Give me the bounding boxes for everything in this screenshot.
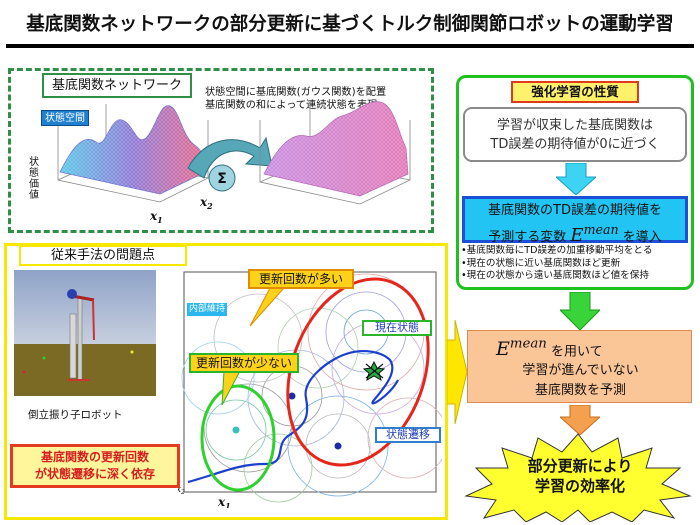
plot-x1-label: x1 <box>217 495 231 508</box>
emean-line1: 基底関数のTD誤差の期待値を <box>488 203 662 218</box>
few-update-region <box>200 384 276 492</box>
sum-arrow: Σ <box>187 136 273 192</box>
network-description: 状態空間に基底関数(ガウス関数)を配置 基底関数の和によって連続状態を表現 <box>205 86 386 112</box>
emean-symbol: Emean <box>570 222 619 246</box>
rl-property-line2: TD誤差の期待値が0に近づく <box>490 137 660 152</box>
rl-property-line1: 学習が収束した基底関数は <box>496 118 653 133</box>
basis-center-cyan <box>232 426 240 434</box>
dependency-line2: が状態遷移に深く依存 <box>34 467 155 481</box>
state-transition-callout: 状態遷移 <box>375 427 441 443</box>
network-title: 基底関数ネットワーク <box>42 73 192 98</box>
rl-property-box: 学習が収束した基底関数は TD誤差の期待値が0に近づく <box>463 107 687 162</box>
title-rule <box>6 44 694 48</box>
emean-bullets: •基底関数毎にTD誤差の加重移動平均をとる •現在の状態に近い基底関数ほど更新 … <box>461 245 653 283</box>
down-arrow-orange <box>560 405 600 435</box>
robot-scene <box>14 270 156 396</box>
result-text: 部分更新により 学習の効率化 <box>480 456 680 496</box>
current-state-callout: 現在状態 <box>362 320 432 336</box>
few-updates-callout: 更新回数が少ない <box>189 353 299 373</box>
result-burst <box>464 433 692 522</box>
down-arrow-green <box>560 292 600 330</box>
many-updates-callout: 更新回数が多い <box>248 269 354 289</box>
basis-center-blue-2 <box>334 442 342 450</box>
problem-title: 従来手法の問題点 <box>19 245 187 266</box>
sum-symbol: Σ <box>217 171 227 187</box>
state-space-tag: 状態空間 <box>41 110 89 126</box>
network-desc-line2: 基底関数の和によって連続状態を表現 <box>205 100 378 111</box>
proposal-line1: Emean を用いて <box>496 337 603 361</box>
bullet-3: •現在の状態から遠い基底関数ほど値を保持 <box>461 270 649 281</box>
bullet-2: •現在の状態に近い基底関数ほど更新 <box>461 257 621 269</box>
emean-box: 基底関数のTD誤差の期待値を 予測する変数 Emean を導入 <box>462 196 688 245</box>
current-state-marker <box>362 360 386 382</box>
yellow-right-arrow <box>447 320 467 424</box>
result-line1: 部分更新により <box>527 457 633 475</box>
pendulum-robot <box>67 289 95 381</box>
proposal-line3: 基底関数を予測 <box>534 383 626 398</box>
down-arrow-cyan <box>556 163 596 195</box>
state-trajectory <box>187 350 399 484</box>
proposal-line2: 学習が進んでいない <box>522 363 639 378</box>
bullet-1: •基底関数毎にTD誤差の加重移動平均をとる <box>461 245 653 256</box>
rl-title: 強化学習の性質 <box>511 81 639 103</box>
proposal-emean-symbol: Emean <box>496 337 547 361</box>
axis-x1-label: x1 <box>149 209 163 225</box>
state-value-label: 状態価値 <box>29 157 39 201</box>
robot-caption: 倒立振り子ロボット <box>28 409 123 421</box>
dependency-callout: 基底関数の更新回数 が状態遷移に深く依存 <box>10 444 180 488</box>
gaussian-surfaces: x1 x2 Σ <box>57 101 411 225</box>
network-desc-line1: 状態空間に基底関数(ガウス関数)を配置 <box>205 87 387 98</box>
emean-line2: 予測する変数 Emean を導入 <box>488 222 662 246</box>
result-line2: 学習の効率化 <box>534 477 625 495</box>
proposal-box: Emean を用いて 学習が進んでいない 基底関数を予測 <box>467 330 692 403</box>
basis-center-blue <box>288 392 296 400</box>
dependency-line1: 基底関数の更新回数 <box>40 450 149 464</box>
page-title: 基底関数ネットワークの部分更新に基づくトルク制御関節ロボットの運動学習 <box>26 14 674 35</box>
axis-x2-label: x2 <box>199 195 213 211</box>
internal-tag: 内部維持 <box>187 303 227 316</box>
plot-x2-label: x2 <box>178 485 185 496</box>
many-update-region <box>286 277 430 467</box>
